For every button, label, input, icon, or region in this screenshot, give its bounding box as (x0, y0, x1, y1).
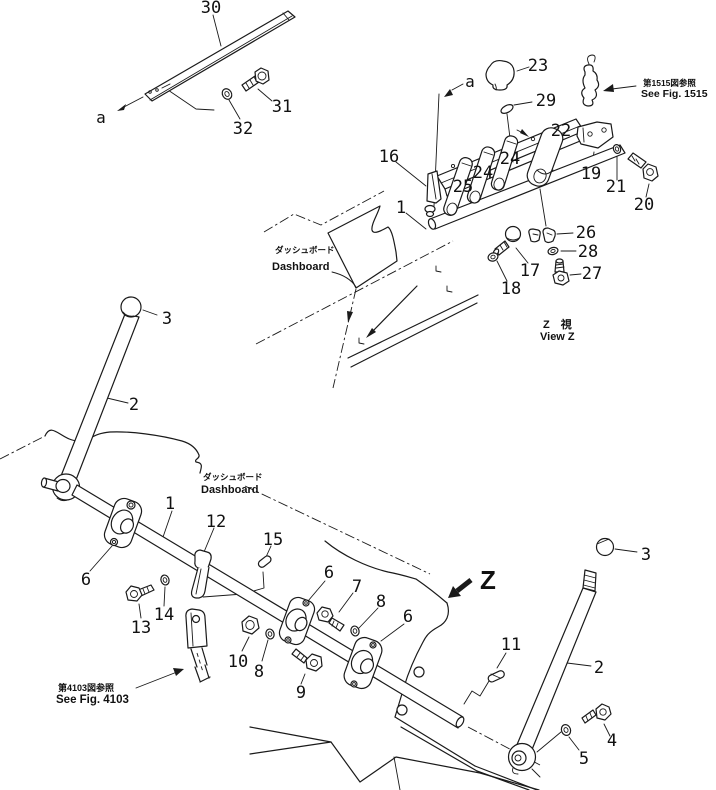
callout-1-main: 1 (165, 494, 175, 514)
callout-23: 23 (528, 56, 548, 76)
callout-30: 30 (201, 0, 221, 18)
callout-2-right: 2 (594, 658, 604, 678)
washer-8-mid (350, 625, 360, 637)
dashboard-upper-jp: ダッシュボード (275, 245, 335, 255)
callout-15: 15 (263, 530, 283, 550)
callout-7: 7 (352, 577, 362, 597)
part-bolt-31 (241, 67, 270, 92)
bolt-9 (291, 648, 323, 672)
callout-24-upper: 24 (500, 149, 520, 169)
callout-24-lower: 24 (473, 163, 493, 183)
callout-17: 17 (520, 261, 540, 281)
cam-lever-25 (443, 157, 473, 216)
pin-11 (487, 670, 505, 683)
callout-22: 22 (551, 121, 571, 141)
callout-14: 14 (154, 605, 174, 625)
dashboard-panel-bottom (249, 540, 540, 790)
callout-27: 27 (582, 264, 602, 284)
callout-8-left: 8 (254, 662, 264, 682)
section-label-a-assembly: a (465, 72, 475, 91)
washer-14 (160, 574, 170, 586)
callout-16: 16 (379, 147, 399, 167)
callout-19: 19 (581, 164, 601, 184)
lever-left (40, 296, 142, 502)
nut-10 (241, 615, 260, 635)
washer-5 (560, 724, 572, 736)
bolt-17 (492, 225, 522, 256)
bolt-13 (125, 584, 155, 602)
callout-32: 32 (233, 119, 253, 139)
cable-clip-fig1515 (581, 54, 637, 107)
callout-21: 21 (606, 177, 626, 197)
fig4103-en: See Fig. 4103 (56, 694, 129, 706)
callout-25: 25 (453, 177, 473, 197)
callout-3-left: 3 (162, 309, 172, 329)
washer-21 (612, 144, 622, 154)
clamp-12 (190, 549, 212, 599)
fig4103-jp: 第4103図参照 (58, 682, 114, 693)
knob-23 (485, 59, 515, 91)
callout-11: 11 (501, 635, 521, 655)
washer-8-left (265, 628, 275, 640)
washer-18 (487, 252, 499, 262)
section-label-a-top: a (96, 108, 106, 127)
flange-bearing-6-mid (278, 596, 316, 646)
clevis-link-fig4103 (135, 608, 211, 689)
callout-5: 5 (579, 749, 589, 769)
callout-20: 20 (634, 195, 654, 215)
dashboard-lower-jp: ダッシュボード (203, 472, 263, 482)
callout-31: 31 (272, 97, 292, 117)
callout-26: 26 (576, 223, 596, 243)
part-washer-32 (221, 88, 233, 100)
washer-28 (547, 246, 559, 256)
callout-6-right: 6 (403, 607, 413, 627)
callout-3-right: 3 (641, 545, 651, 565)
dashboard-panel-upper (327, 205, 479, 368)
callout-8-mid: 8 (376, 592, 386, 612)
cam-lever-24-upper (490, 135, 519, 191)
fig1515-en: See Fig. 1515 (641, 88, 708, 100)
part-rod-30 (117, 10, 296, 111)
dashboard-upper-en: Dashboard (272, 261, 329, 273)
callout-9: 9 (296, 683, 306, 703)
grommets-26 (528, 227, 556, 244)
bracket-19 (576, 121, 614, 149)
callout-13: 13 (131, 618, 151, 638)
cam-lever-22 (526, 127, 564, 187)
fig1515-jp: 第1515図参照 (643, 78, 696, 88)
callout-4: 4 (607, 731, 617, 751)
callout-29: 29 (536, 91, 556, 111)
callout-6-left: 6 (81, 570, 91, 590)
bolt-7 (316, 606, 345, 632)
callout-1-assembly: 1 (396, 198, 406, 218)
flange-bearing-6-right (343, 636, 383, 690)
pin-15 (257, 555, 272, 568)
lever-right (507, 537, 615, 778)
annotation-texts: ダッシュボード Dashboard ダッシュボード Dashboard 第151… (56, 78, 708, 706)
bolt-4 (581, 703, 612, 724)
view-z-letter: Z (480, 565, 496, 595)
dashboard-lower-en: Dashboard (201, 484, 258, 496)
assembly-shaft-1 (427, 144, 626, 230)
bolt-20 (627, 152, 659, 182)
bracket-16 (426, 170, 442, 204)
callout-28: 28 (578, 242, 598, 262)
phantom-centerlines (0, 190, 541, 766)
callout-10: 10 (228, 652, 248, 672)
view-z-jp: Z 視 (543, 317, 572, 331)
bolt-27 (552, 258, 570, 286)
callout-6-mid: 6 (324, 563, 334, 583)
pin-29 (500, 104, 514, 114)
callout-18: 18 (501, 279, 521, 299)
callout-labels: 30 31 32 a a 23 29 22 16 1 24 24 25 19 2… (81, 0, 654, 769)
view-z-arrow (448, 578, 473, 598)
callout-12: 12 (206, 512, 226, 532)
flange-bearing-6-left (103, 497, 143, 549)
callout-2-left: 2 (129, 395, 139, 415)
view-z-en: View Z (540, 331, 575, 343)
cam-lever-24-lower (466, 146, 496, 204)
